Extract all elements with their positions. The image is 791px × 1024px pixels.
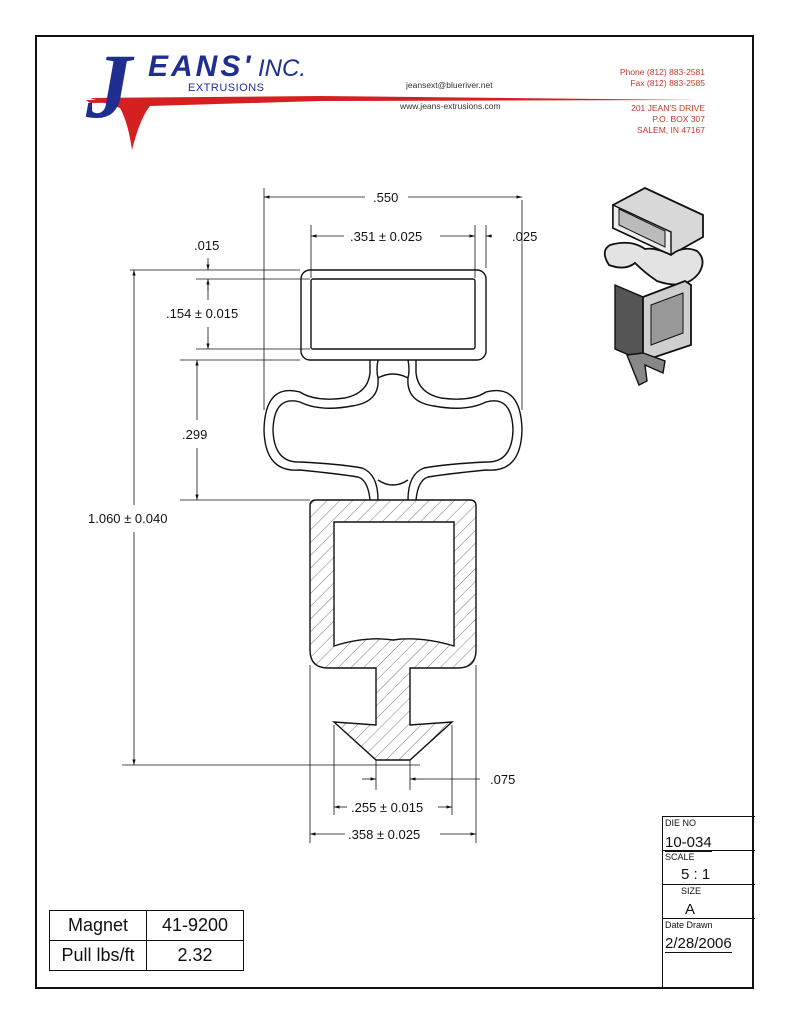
title-block: DIE NO 10-034 SCALE 5 : 1 SIZE A Date Dr… <box>662 816 755 989</box>
dim-overall-width: .550 <box>373 190 399 205</box>
address-line3: SALEM, IN 47167 <box>636 125 705 135</box>
table-cell-value: 2.32 <box>146 940 244 971</box>
dim-bulb-height: .299 <box>182 427 208 442</box>
header-fax: Fax (812) 883-2585 <box>630 78 705 89</box>
logo-sub: EXTRUSIONS <box>188 82 265 94</box>
dim-wall-top: .015 <box>194 238 220 253</box>
logo-j: J <box>86 35 132 137</box>
header-address-1: 201 JEAN'S DRIVE <box>631 103 705 114</box>
isometric-view <box>603 186 704 386</box>
drawing-border <box>35 35 754 989</box>
properties-table: Magnet 41-9200 Pull lbs/ft 2.32 <box>49 910 244 971</box>
dim-base-width: .358 ± 0.025 <box>348 827 421 842</box>
title-block-date: Date Drawn 2/28/2006 <box>663 918 755 990</box>
address-line1: 201 JEAN'S DRIVE <box>631 103 705 113</box>
date-label: Date Drawn <box>665 920 713 930</box>
die-no-value: 10-034 <box>665 834 712 852</box>
dim-overall-height: 1.060 ± 0.040 <box>88 511 168 526</box>
logo-name: EANS' <box>148 50 254 83</box>
title-block-scale: SCALE 5 : 1 <box>663 850 755 885</box>
die-no-label: DIE NO <box>665 818 697 828</box>
date-value: 2/28/2006 <box>665 935 732 953</box>
title-block-size: SIZE A <box>663 884 755 919</box>
header-address-3: SALEM, IN 47167 <box>637 125 705 136</box>
address-line2: P.O. BOX 307 <box>652 114 705 124</box>
dim-top-height: .154 ± 0.015 <box>166 306 239 321</box>
size-label: SIZE <box>681 886 702 896</box>
scale-value: 5 : 1 <box>681 866 711 883</box>
header-address-2: P.O. BOX 307 <box>652 114 705 125</box>
table-cell-value: 41-9200 <box>146 910 244 941</box>
table-row: Pull lbs/ft 2.32 <box>49 940 244 971</box>
title-block-die: DIE NO 10-034 <box>663 816 755 852</box>
top-chamber-outer <box>300 269 487 361</box>
bellows-outer <box>263 360 523 501</box>
dim-wall-right: .025 <box>512 229 538 244</box>
header-phone: Phone (812) 883-2581 <box>620 67 705 78</box>
bellows-inner <box>272 359 514 501</box>
logo-inc: INC. <box>258 55 306 82</box>
fax-text: Fax (812) 883-2585 <box>630 78 705 88</box>
size-value: A <box>685 901 696 918</box>
neck-inner <box>377 373 409 486</box>
dim-stem-width: .075 <box>490 772 516 787</box>
table-cell-label: Pull lbs/ft <box>49 940 147 971</box>
table-cell-label: Magnet <box>49 910 147 941</box>
header-website: www.jeans-extrusions.com <box>400 101 501 111</box>
top-chamber-inner <box>310 278 476 350</box>
magnet-chamber-body <box>309 499 477 761</box>
dim-barb-width: .255 ± 0.015 <box>351 800 424 815</box>
scale-label: SCALE <box>665 852 695 862</box>
phone-text: Phone (812) 883-2581 <box>619 67 705 77</box>
dim-top-inner-width: .351 ± 0.025 <box>350 229 423 244</box>
table-row: Magnet 41-9200 <box>49 910 244 941</box>
header-email: jeansext@blueriver.net <box>406 80 493 90</box>
